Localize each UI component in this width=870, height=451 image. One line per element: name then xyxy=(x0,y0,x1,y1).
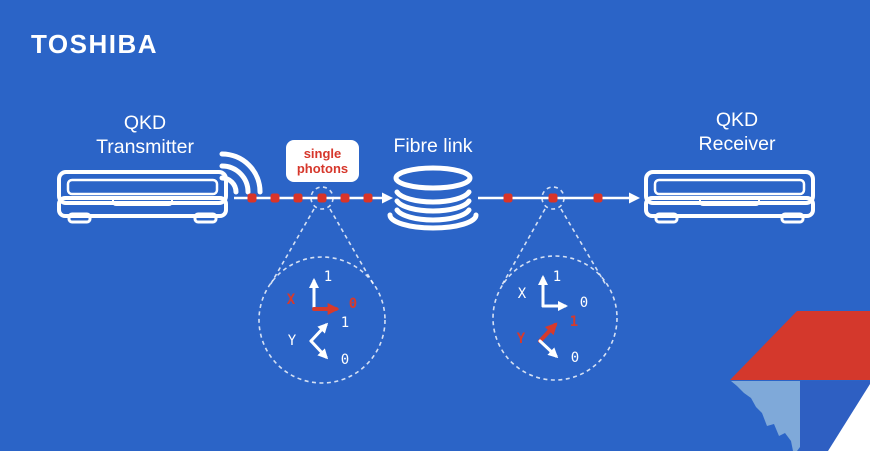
photon-line-left xyxy=(234,186,393,210)
fibre-link-label: Fibre link xyxy=(393,135,473,157)
left-x-bit-up: 1 xyxy=(323,269,333,285)
magnifier-ring-right xyxy=(541,186,565,210)
y-basis-0-arrow xyxy=(538,339,559,359)
arrowhead xyxy=(382,192,393,204)
brand-corner-graphic xyxy=(730,311,870,451)
fibre-coil-icon xyxy=(387,165,479,231)
toshiba-logo: TOSHIBA xyxy=(31,29,159,59)
right-x-basis-label: X xyxy=(517,286,527,302)
corner-white-facet xyxy=(828,384,870,451)
magnifier-ring-left xyxy=(310,186,334,210)
left-x-basis-label: X xyxy=(286,292,296,308)
left-y-bit-down: 0 xyxy=(340,352,350,368)
basis-callout-right xyxy=(492,208,618,381)
receiver-label: QKD Receiver xyxy=(637,108,837,156)
left-y-bit-up: 1 xyxy=(340,315,350,331)
receiver-label-line2: Receiver xyxy=(698,133,776,155)
photon-line-right xyxy=(478,186,640,210)
transmitter-label: QKD Transmitter xyxy=(45,111,245,159)
basis-callout-left xyxy=(258,208,386,384)
photon-dots-left xyxy=(247,193,373,203)
right-y-bit-up: 1 xyxy=(569,314,579,330)
corner-red-facet xyxy=(730,311,870,380)
y-basis-1-arrow-highlighted xyxy=(538,322,558,343)
right-x-bit-right: 0 xyxy=(579,295,589,311)
wifi-arcs-icon xyxy=(219,151,263,195)
left-x-bit-right: 0 xyxy=(348,296,358,312)
arrowhead xyxy=(629,192,640,204)
right-y-bit-down: 0 xyxy=(570,350,580,366)
single-photons-badge: single photons xyxy=(286,140,359,182)
left-y-basis-label: Y xyxy=(287,333,297,349)
y-basis-1-arrow xyxy=(309,322,329,343)
photon-dots-right xyxy=(503,193,603,203)
right-y-basis-label: Y xyxy=(516,331,526,347)
qkd-transmitter-device-icon xyxy=(57,170,228,224)
corner-light-blue-facet xyxy=(731,381,800,451)
right-x-bit-up: 1 xyxy=(552,269,562,285)
badge-line2: photons xyxy=(296,161,349,176)
corner-dark-blue-facet xyxy=(800,381,870,451)
receiver-label-line1: QKD xyxy=(715,109,759,131)
badge-line1: single xyxy=(303,146,342,161)
y-basis-0-arrow xyxy=(309,339,329,360)
transmitter-label-line1: QKD xyxy=(123,112,167,134)
qkd-receiver-device-icon xyxy=(644,170,815,224)
transmitter-label-line2: Transmitter xyxy=(96,136,194,158)
